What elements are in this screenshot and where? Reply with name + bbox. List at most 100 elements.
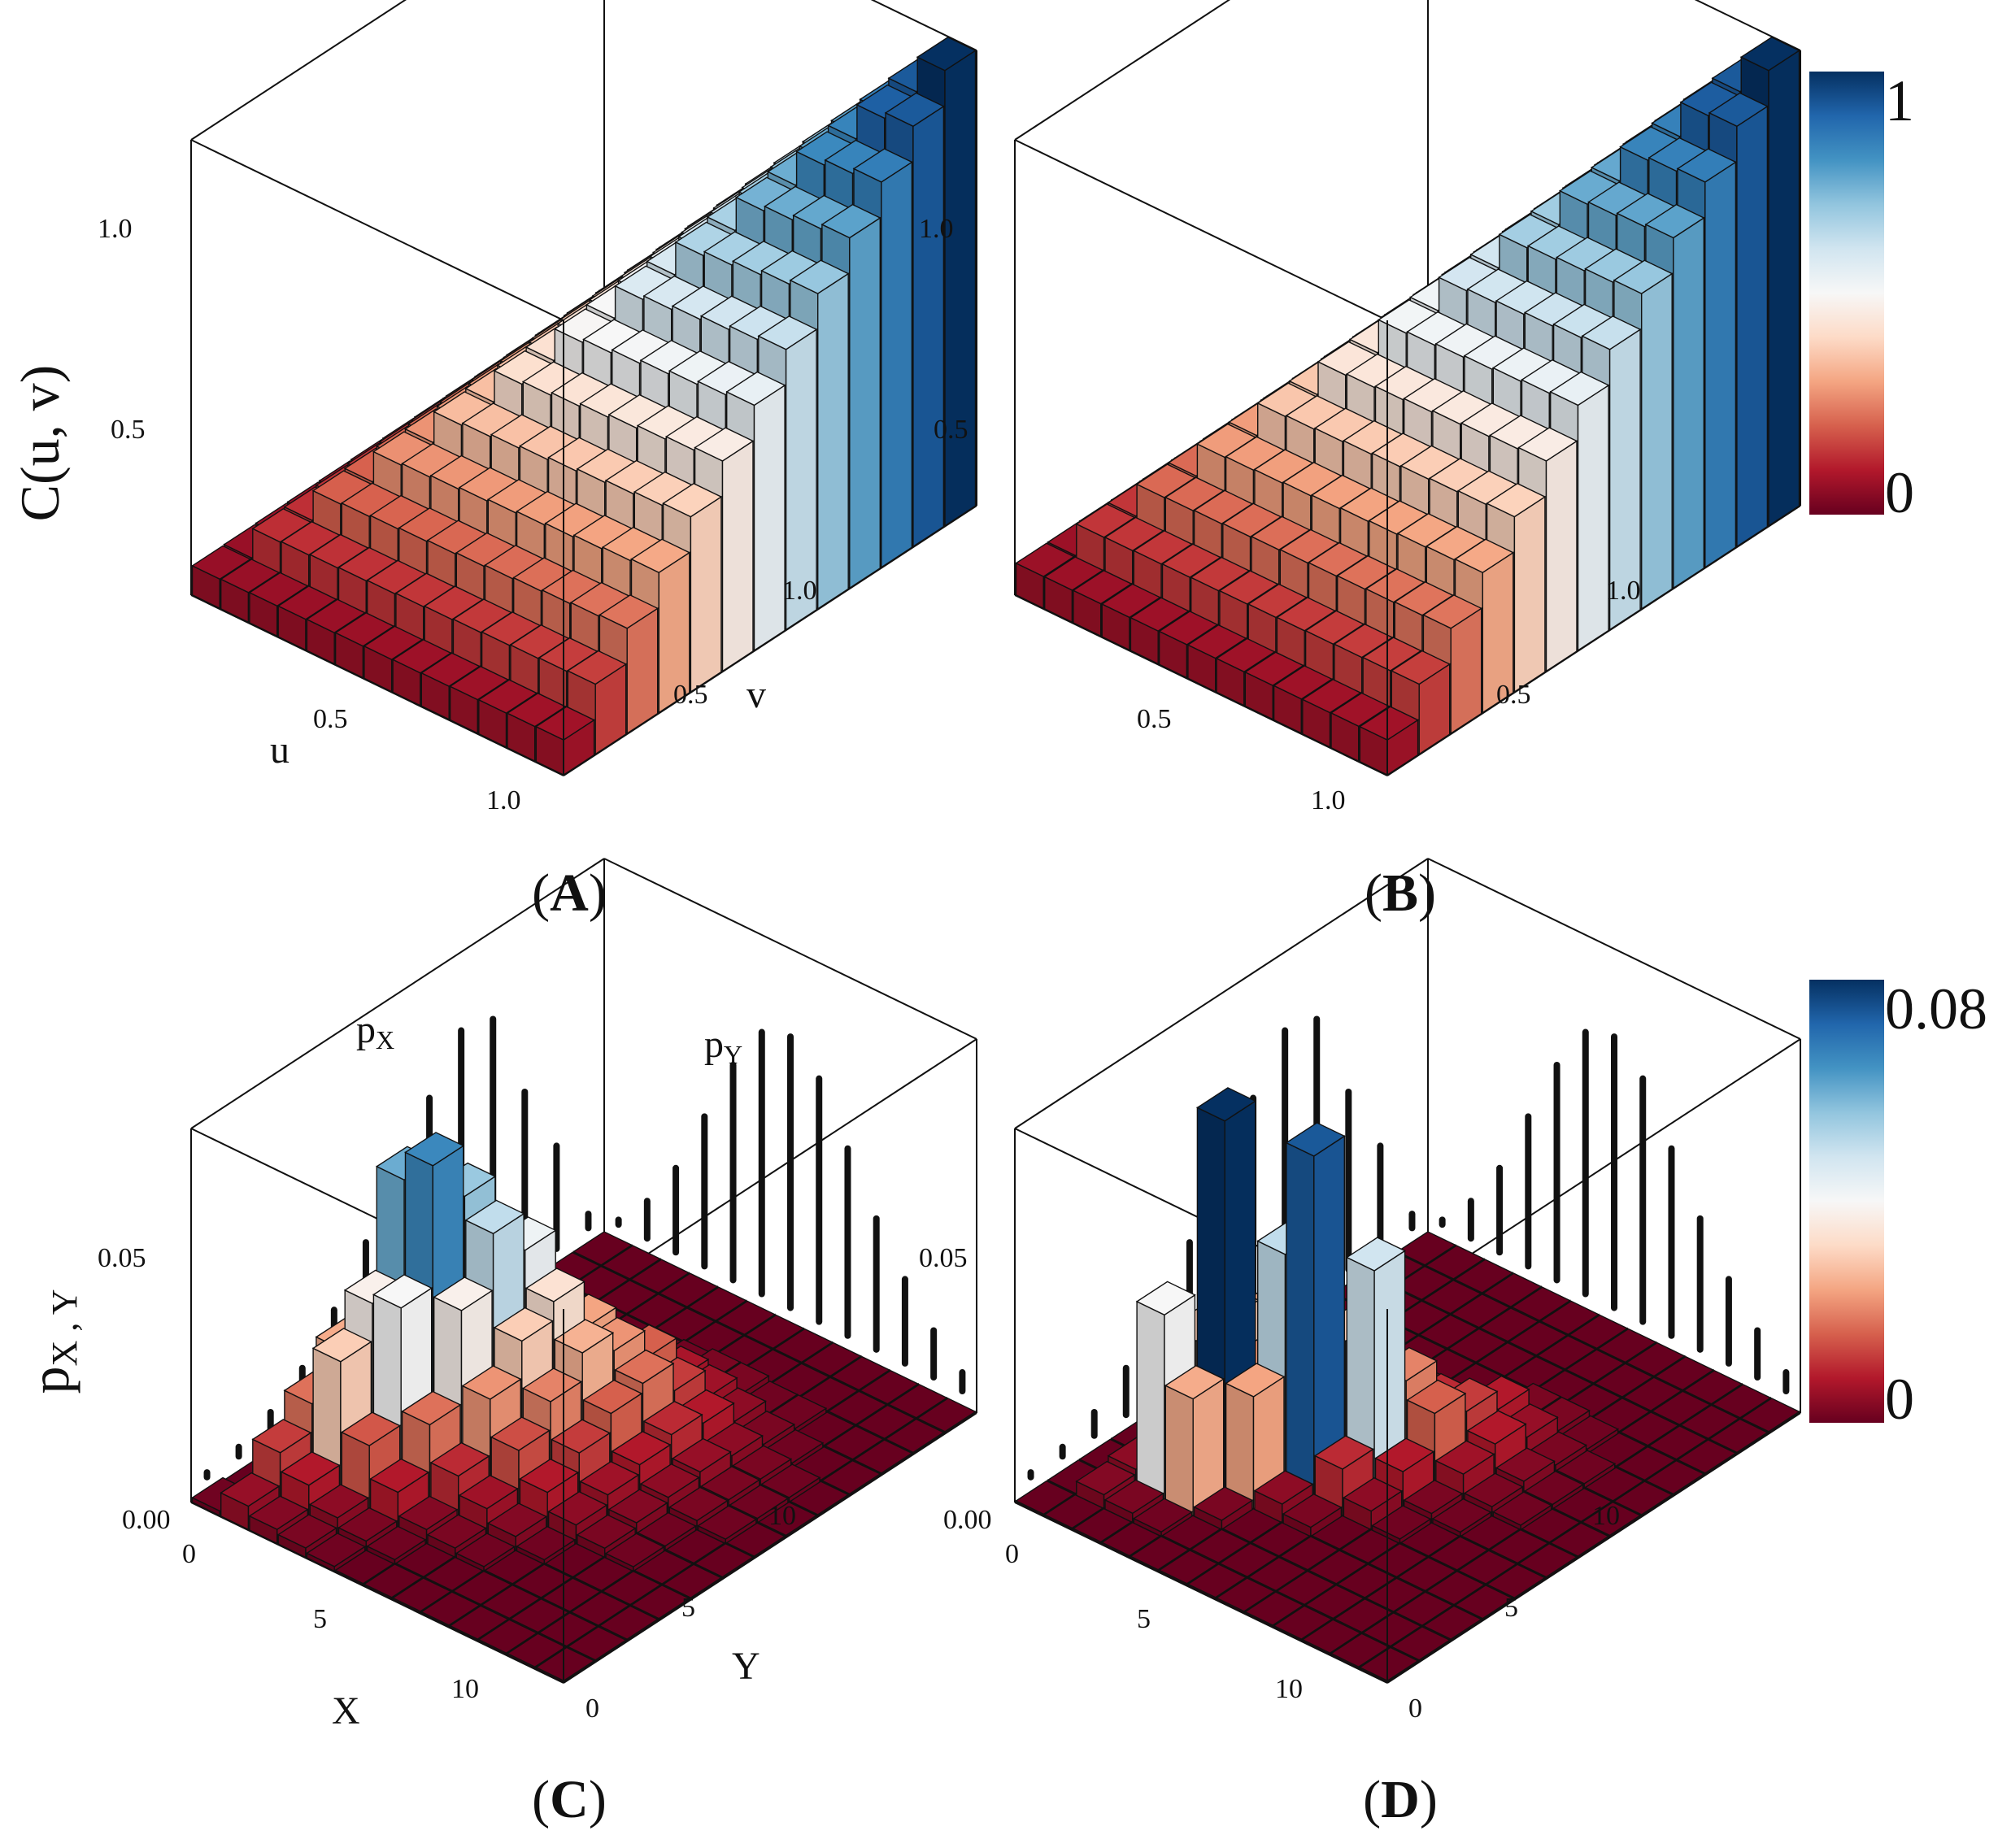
panel-d-bar-face-top	[1193, 1486, 1254, 1521]
panel-d-bar-face-top	[1682, 1369, 1743, 1405]
panel-d-bar-12-8	[1613, 1481, 1674, 1518]
panel-c-bar-face-top	[458, 1474, 519, 1510]
panel-c-bar-face-top	[429, 1441, 490, 1477]
panel-b-bar-face-top	[1454, 538, 1515, 574]
panel-d-bar-face-top	[1536, 1335, 1597, 1370]
panel-d-bar-face-top	[1043, 1494, 1104, 1529]
panel-d-bar-face-top	[1103, 1479, 1164, 1515]
panel-d-bar-face-top	[1434, 1440, 1495, 1475]
panel-d-bar-face-top	[1539, 1300, 1600, 1336]
panel-d-y-tick-2: 5	[1504, 1593, 1518, 1623]
panel-c-bar-face-top	[827, 1390, 888, 1426]
panel-d-y-tick-3: 0	[1408, 1694, 1422, 1724]
panel-b-bar-face-top	[1075, 503, 1136, 538]
panel-b-bar-face-top	[1390, 650, 1452, 685]
panel-c-bar-face-top	[398, 1495, 459, 1531]
panel-d-bar-face-top	[1486, 1563, 1547, 1599]
panel-c-bar-face-top	[401, 1390, 462, 1426]
panel-d-bar-face-top	[1676, 1439, 1737, 1474]
panel-b-bar-face-top	[1333, 623, 1394, 659]
panel-d-bar-face-top	[1482, 1272, 1543, 1308]
panel-c-bar-face-top	[582, 1379, 643, 1415]
panel-a-bar-face-top	[884, 92, 945, 128]
panel-b-front-frame	[1014, 320, 1801, 776]
panel-b-v-tick-1: 1.0	[1606, 576, 1641, 606]
panel-a-bar-face-top	[757, 315, 818, 350]
panel-a-bar-face-side	[753, 384, 786, 652]
panel-a-bar-face-top	[598, 594, 659, 629]
panel-d-bar-face-top	[1186, 1563, 1247, 1598]
panel-d-bar-12-12	[1739, 1398, 1800, 1434]
panel-a-bar-face-side	[817, 272, 849, 611]
panel-c: 0.05 0.00 0 5 10 10 5 0 X Y pX pY pX , Y…	[19, 858, 977, 1829]
panel-a-bar-face-top	[916, 36, 977, 72]
panel-a-z-tick-2: 0.5	[111, 415, 146, 445]
panel-d-bar-face-top	[1164, 1364, 1225, 1400]
panel-a-bar-face-top	[449, 665, 510, 701]
panel-a-u-tick-1: 0.5	[313, 704, 348, 734]
panel-d-z-tick-1: 0.05	[919, 1243, 968, 1273]
panel-d-bar-face-top	[1273, 1605, 1334, 1640]
panel-d-x-tick-1: 0	[1005, 1539, 1019, 1569]
panel-a-v-tick-1: 1.0	[782, 576, 817, 606]
panel-a-y-label: C(u, v)	[9, 365, 71, 522]
panel-c-bar-face-top	[541, 1577, 602, 1612]
panel-b-bar-face-top	[1190, 556, 1251, 592]
panel-d-bar-face-top	[1510, 1286, 1572, 1322]
panel-d-label: (D)	[1363, 1770, 1438, 1829]
panel-b-bar-face-top	[1247, 583, 1308, 619]
panel-d-bar-face-top	[1215, 1577, 1276, 1612]
panel-c-px-main: p	[356, 1008, 376, 1051]
panel-c-bar-face-top	[509, 1598, 570, 1633]
colorbar-top-min: 0	[1885, 460, 1914, 525]
panel-c-bar-face-top	[725, 1522, 786, 1557]
panel-a-bar-face-top	[789, 259, 850, 294]
panel-d-bar-face-top	[1651, 1390, 1712, 1426]
panel-d-bar-face-top	[1158, 1550, 1219, 1585]
panel-c-bar-11-6	[697, 1505, 758, 1546]
panel-d-bar-face-top	[1406, 1379, 1467, 1415]
panel-c-label: (C)	[532, 1770, 607, 1829]
panel-a-edge-floor-y	[563, 505, 977, 776]
panel-d-bar-face-top	[1310, 1515, 1372, 1550]
panel-c-bar-face-top	[601, 1245, 662, 1280]
panel-b-bar-face-top	[1158, 611, 1219, 646]
panel-c-bar-face-top	[855, 1404, 916, 1440]
panel-c-bar-face-top	[773, 1328, 834, 1363]
panel-c-x-tick-3: 10	[451, 1674, 479, 1704]
panel-d-edge-floor-x	[1014, 1502, 1388, 1684]
panel-c-px-sub: X	[376, 1025, 394, 1054]
panel-c-bar-face-top	[630, 1584, 691, 1620]
panel-c-bar-face-top	[251, 1419, 312, 1454]
panel-d-bar-face-top	[1568, 1314, 1629, 1350]
panel-c-bar-face-top	[859, 1369, 920, 1405]
panel-c-bar-face-top	[455, 1533, 516, 1568]
panel-c-bar-face-top	[572, 1556, 633, 1592]
panel-b-edge-top-left	[1014, 0, 1231, 141]
panel-c-bar-face-top	[789, 1481, 850, 1515]
panel-a-bar-face-top	[725, 371, 786, 407]
panel-c-bar-face-top	[280, 1451, 341, 1486]
panel-d-bar-face-top	[1431, 1498, 1492, 1533]
panel-c-bar-face-top	[744, 1314, 805, 1350]
panel-d-bar-3-1	[1132, 1498, 1194, 1538]
panel-d-edge-top-left	[1014, 858, 1429, 1129]
panel-c-bar-face-top	[576, 1514, 637, 1550]
panel-a-z-tick-1: 1.0	[98, 214, 133, 244]
panel-c-bar-face-top	[484, 1550, 545, 1585]
panel-b-bar-face-top	[1273, 665, 1334, 700]
panel-c-bar-face-top	[366, 1525, 427, 1561]
panel-b-bar-face-top	[1132, 529, 1194, 565]
panel-c-bar-face-top	[668, 1486, 729, 1522]
panel-d-bar-face-top	[1395, 1231, 1457, 1266]
panel-c-bar-face-top	[614, 1349, 675, 1385]
panel-d-bars	[1015, 1087, 1800, 1684]
panel-b-bar-12-0	[1358, 706, 1420, 776]
panel-b-bar-face-top	[1517, 427, 1578, 462]
panel-c-bar-face-top	[481, 1584, 542, 1620]
panel-c-edge-top-right	[603, 858, 977, 1040]
panel-c-bar-face-top	[451, 1570, 513, 1606]
panel-a-u-label: u	[270, 728, 289, 772]
panel-c-z-label: pX , Y	[19, 1289, 85, 1394]
panel-c-bar-face-top	[420, 1591, 481, 1626]
